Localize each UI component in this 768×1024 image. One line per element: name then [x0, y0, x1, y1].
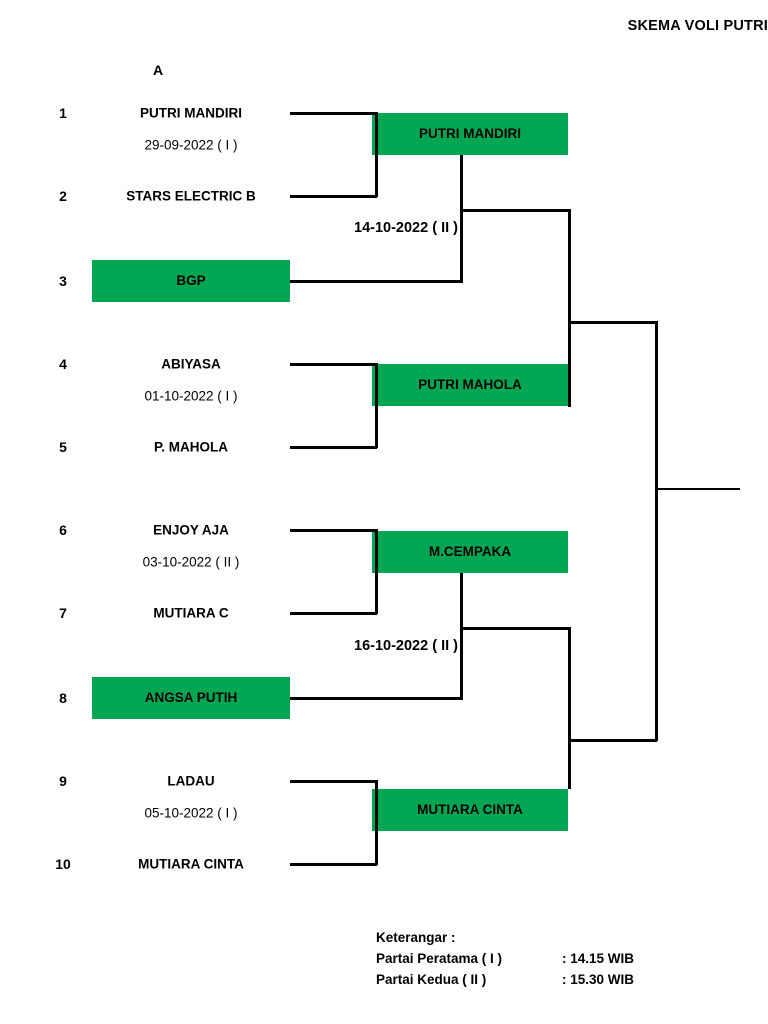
connector-line [375, 112, 378, 197]
seed-number-6: 6 [59, 522, 67, 538]
team-entry-3: BGP [92, 260, 290, 302]
connector-line [460, 573, 463, 700]
connector-line [375, 529, 378, 614]
legend-value-first-match: : 14.15 WIB [562, 950, 635, 966]
winner-bar-quarter-3: M.CEMPAKA [372, 531, 568, 573]
connector-line [568, 739, 657, 742]
team-entry-10: MUTIARA CINTA [138, 856, 244, 872]
team-entry-1: PUTRI MANDIRI [140, 105, 242, 121]
connector-line [568, 627, 571, 789]
winner-bar-quarter-1: PUTRI MANDIRI [372, 113, 568, 155]
connector-line [290, 112, 377, 115]
seed-number-3: 3 [59, 273, 67, 289]
connector-line [568, 209, 571, 407]
seed-number-8: 8 [59, 690, 67, 706]
seed-number-4: 4 [59, 356, 67, 372]
connector-line [290, 529, 377, 532]
connector-line [460, 155, 463, 283]
connector-line [568, 321, 657, 324]
seed-number-10: 10 [55, 856, 71, 872]
connector-line [460, 627, 570, 630]
team-entry-4: ABIYASA [161, 356, 221, 372]
legend-label-second-match: Partai Kedua ( II ) [376, 971, 487, 987]
team-entry-8: ANGSA PUTIH [92, 677, 290, 719]
connector-line [290, 363, 377, 366]
connector-line [290, 863, 377, 866]
connector-line [290, 780, 377, 783]
connector-line [460, 209, 570, 212]
legend-label-first-match: Partai Peratama ( I ) [376, 950, 503, 966]
connector-line [290, 195, 377, 198]
legend: Keterangar : Partai Peratama ( I ) : 14.… [376, 928, 634, 991]
team-entry-7: MUTIARA C [153, 605, 229, 621]
connector-line [375, 780, 378, 865]
seed-number-2: 2 [59, 188, 67, 204]
champion-line [655, 488, 740, 490]
group-letter: A [152, 62, 164, 78]
legend-heading: Keterangar : [376, 930, 456, 945]
seed-number-7: 7 [59, 605, 67, 621]
connector-line [655, 321, 658, 741]
connector-line [290, 612, 377, 615]
team-entry-2: STARS ELECTRIC B [126, 188, 256, 204]
legend-value-second-match: : 15.30 WIB [562, 971, 635, 987]
match-date-2: 01-10-2022 ( I ) [144, 388, 238, 404]
seed-number-1: 1 [59, 105, 67, 121]
connector-line [375, 363, 378, 448]
round-date-upper: 14-10-2022 ( II ) [354, 220, 458, 236]
team-entry-5: P. MAHOLA [153, 439, 228, 455]
connector-line [290, 280, 462, 283]
legend-row: Partai Kedua ( II ) : 15.30 WIB [376, 970, 634, 991]
match-date-4: 05-10-2022 ( I ) [144, 805, 238, 821]
team-entry-9: LADAU [167, 773, 215, 789]
winner-bar-quarter-2: PUTRI MAHOLA [372, 364, 568, 406]
seed-number-5: 5 [59, 439, 67, 455]
match-date-3: 03-10-2022 ( II ) [142, 554, 240, 570]
seed-number-9: 9 [59, 773, 67, 789]
round-date-lower: 16-10-2022 ( II ) [354, 638, 458, 654]
team-entry-6: ENJOY AJA [153, 522, 229, 538]
winner-bar-quarter-4: MUTIARA CINTA [372, 789, 568, 831]
legend-row: Partai Peratama ( I ) : 14.15 WIB [376, 949, 634, 970]
match-date-1: 29-09-2022 ( I ) [144, 137, 238, 153]
connector-line [290, 697, 462, 700]
connector-line [290, 446, 377, 449]
page-title: SKEMA VOLI PUTRI [627, 18, 768, 34]
